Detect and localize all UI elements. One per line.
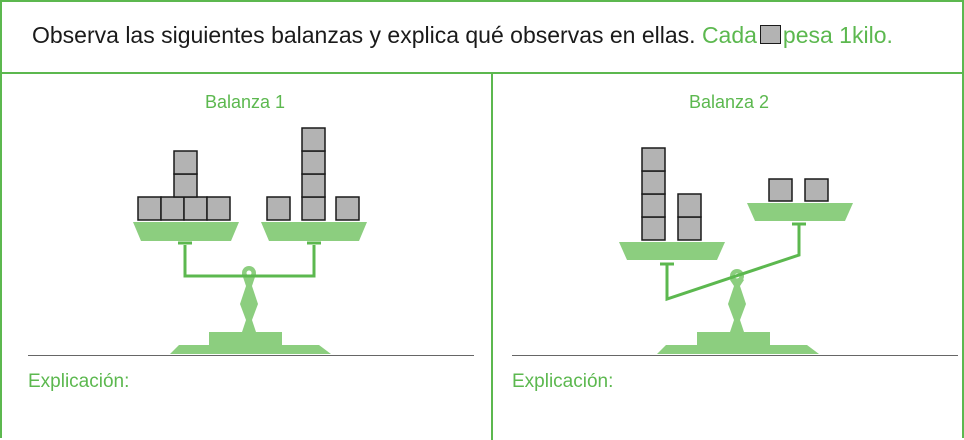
balanza-1-illustration bbox=[133, 127, 367, 354]
balanza-2-title: Balanza 2 bbox=[689, 92, 770, 112]
balanza-2-answer-line[interactable] bbox=[512, 355, 958, 356]
kilo-block bbox=[335, 196, 360, 221]
kilo-block bbox=[768, 178, 793, 202]
scale-2-left-blocks bbox=[641, 147, 702, 241]
kilo-block bbox=[301, 127, 326, 152]
kilo-block bbox=[641, 193, 666, 218]
kilo-block bbox=[677, 193, 702, 218]
scale-1-left-pan bbox=[133, 222, 239, 241]
scale-1-beam bbox=[183, 245, 316, 278]
scale-2-beam bbox=[665, 225, 801, 302]
gray-square-icon bbox=[759, 25, 781, 44]
kilo-block bbox=[804, 178, 829, 202]
balanza-1-title: Balanza 1 bbox=[205, 92, 286, 112]
scale-1-right-blocks bbox=[266, 127, 360, 221]
kilo-block bbox=[173, 150, 198, 175]
scale-2-base bbox=[657, 332, 819, 354]
scale-2-left-pan bbox=[619, 242, 725, 260]
balanza-2-explanation-label: Explicación: bbox=[512, 371, 614, 392]
unit-note-suffix: pesa 1kilo. bbox=[782, 22, 893, 48]
scale-2-right-blocks bbox=[768, 178, 829, 202]
balanza-2-illustration bbox=[619, 147, 853, 354]
instruction-sentence: Observa las siguientes balanzas y explic… bbox=[32, 22, 696, 48]
kilo-block bbox=[206, 196, 231, 221]
scale-1-left-blocks bbox=[137, 150, 231, 221]
instruction-text: Observa las siguientes balanzas y explic… bbox=[32, 22, 893, 49]
kilo-block bbox=[641, 216, 666, 241]
scale-2-right-pan bbox=[747, 203, 853, 221]
panel-divider bbox=[491, 74, 493, 440]
kilo-block bbox=[266, 196, 291, 221]
kilo-block bbox=[677, 216, 702, 241]
balanza-1-explanation-label: Explicación: bbox=[28, 371, 130, 392]
kilo-block bbox=[641, 147, 666, 172]
scale-1-base bbox=[170, 332, 331, 354]
unit-note-prefix: Cada bbox=[701, 22, 757, 48]
balanza-1-answer-line[interactable] bbox=[28, 355, 474, 356]
instruction-header: Observa las siguientes balanzas y explic… bbox=[2, 2, 962, 74]
kilo-block bbox=[641, 170, 666, 195]
scale-2-stand bbox=[728, 273, 746, 332]
scale-1-right-pan bbox=[261, 222, 367, 241]
scale-1-stand bbox=[240, 267, 258, 332]
